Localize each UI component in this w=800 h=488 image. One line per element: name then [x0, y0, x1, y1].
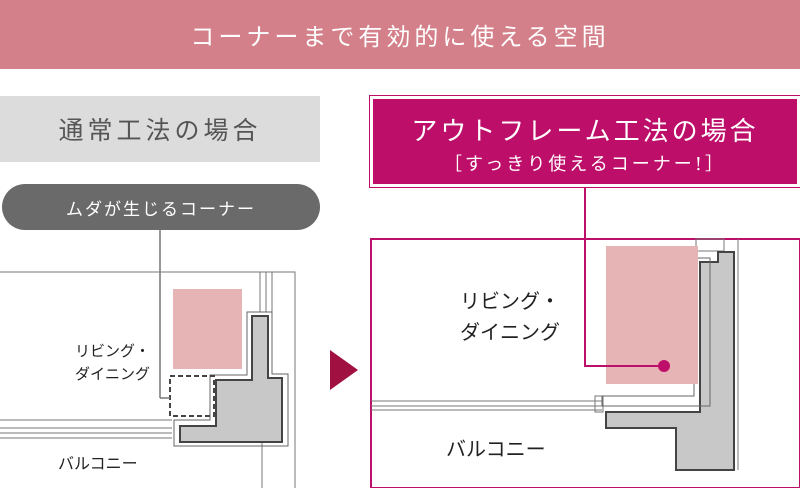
right-room-label-line1: リビング・: [460, 289, 560, 313]
right-subtitle-text: ［すっきり使えるコーナー!］: [444, 154, 726, 175]
left-balcony-label: バルコニー: [58, 454, 138, 473]
right-window-frame: [695, 238, 725, 252]
left-title-text: 通常工法の場合: [58, 116, 262, 145]
left-panel-title: 通常工法の場合: [0, 96, 320, 162]
left-room-label-line1: リビング・: [74, 342, 150, 360]
left-structural-column: [179, 315, 283, 443]
right-furniture: [606, 246, 698, 384]
left-floor-plan: [0, 271, 296, 488]
wasted-corner-box: [169, 375, 215, 417]
accent-dot: [658, 360, 670, 372]
right-structural-column: [605, 251, 735, 471]
left-column-outline: [173, 311, 289, 447]
left-room-label-line2: ダイニング: [74, 365, 150, 384]
left-furniture: [173, 289, 242, 369]
banner-title: コーナーまで有効的に使える空間: [190, 23, 610, 51]
right-room-label: リビング・ ダイニング: [430, 286, 560, 348]
right-balcony-label: バルコニー: [446, 437, 546, 461]
wasted-corner-callout: ムダが生じるコーナー: [2, 184, 320, 230]
right-sill-end: [594, 395, 604, 413]
accent-leader: [584, 187, 664, 367]
right-panel-title: アウトフレーム工法の場合 ［すっきり使えるコーナー!］: [369, 95, 800, 188]
top-banner: コーナーまで有効的に使える空間: [0, 0, 800, 69]
right-title-text: アウトフレーム工法の場合: [411, 117, 759, 147]
right-room-label-line2: ダイニング: [460, 320, 560, 344]
left-room-outline: [0, 271, 296, 488]
arrow-right-icon: [330, 350, 358, 390]
left-room-label: リビング・ ダイニング: [44, 340, 150, 387]
callout-text: ムダが生じるコーナー: [66, 199, 256, 220]
right-floor-plan: [371, 238, 739, 470]
right-column-inner: [601, 257, 711, 407]
